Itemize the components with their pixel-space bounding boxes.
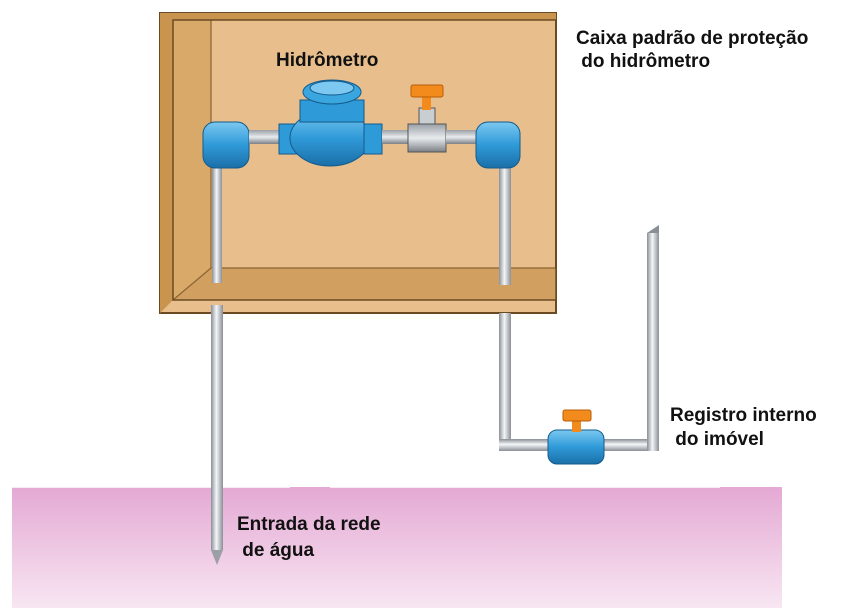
outlet-pipe bbox=[499, 168, 659, 451]
right-elbow-fitting bbox=[475, 121, 521, 169]
left-elbow-fitting bbox=[202, 121, 279, 169]
ground bbox=[12, 486, 782, 608]
entry-label-line1: Entrada da rede bbox=[237, 514, 381, 535]
meter-valve bbox=[407, 84, 476, 153]
meter-label: Hidrômetro bbox=[276, 50, 379, 71]
network-entry-pipe bbox=[211, 168, 223, 565]
box-label-line2: do hidrômetro bbox=[576, 51, 711, 72]
internal-registry-valve bbox=[547, 409, 605, 465]
water-meter bbox=[278, 79, 410, 167]
valve-label-line1: Registro interno bbox=[670, 405, 817, 426]
box-label-line1: Caixa padrão de proteção bbox=[576, 28, 809, 49]
valve-label-line2: do imóvel bbox=[670, 429, 764, 450]
entry-label-line2: de água bbox=[237, 540, 315, 561]
